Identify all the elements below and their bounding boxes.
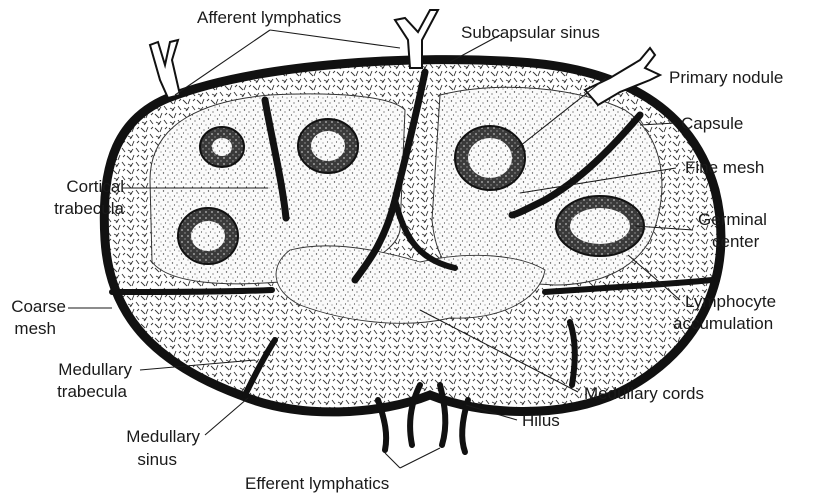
coarse-trabecula-left [112, 290, 272, 292]
label-subcapsular-sinus: Subcapsular sinus [461, 23, 600, 43]
label-cortical-trabecula-2: trabecula [54, 199, 124, 219]
follicle-3-center [191, 221, 225, 251]
label-afferent-lymphatics: Afferent lymphatics [197, 8, 341, 28]
label-medullary-trabecula-1: Medullary [58, 360, 132, 380]
leader-medullary-sinus [205, 398, 248, 435]
label-cortical-trabecula-1: Cortical [66, 177, 124, 197]
label-medullary-sinus-1: Medullary [126, 427, 200, 447]
label-medullary-cords: Medullary cords [584, 384, 704, 404]
label-medullary-sinus-2: sinus [137, 450, 177, 470]
leader-afferent-right [270, 30, 400, 48]
label-hilus: Hilus [522, 411, 560, 431]
germinal-center-core [570, 208, 630, 244]
label-coarse-mesh-1: Coarse [11, 297, 66, 317]
label-primary-nodule: Primary nodule [669, 68, 783, 88]
label-lymphocyte-accumulation-1: Lymphocyte [685, 292, 776, 312]
follicle-2-center [311, 131, 345, 161]
label-lymphocyte-accumulation-2: accumulation [673, 314, 773, 334]
label-germinal-center-2: center [712, 232, 759, 252]
label-fine-mesh: Fine mesh [685, 158, 764, 178]
label-germinal-center-1: Germinal [698, 210, 767, 230]
follicle-4-center [468, 138, 512, 178]
label-coarse-mesh-2: mesh [14, 319, 56, 339]
leader-efferent-left [385, 453, 400, 468]
label-capsule: Capsule [681, 114, 743, 134]
efferent-vessel-4 [462, 400, 468, 452]
efferent-vessel-3 [440, 385, 445, 445]
follicle-1-center [212, 138, 232, 156]
label-efferent-lymphatics: Efferent lymphatics [245, 474, 389, 494]
label-medullary-trabecula-2: trabecula [57, 382, 127, 402]
leader-efferent-right [400, 448, 440, 468]
afferent-vessel-left [150, 40, 180, 98]
